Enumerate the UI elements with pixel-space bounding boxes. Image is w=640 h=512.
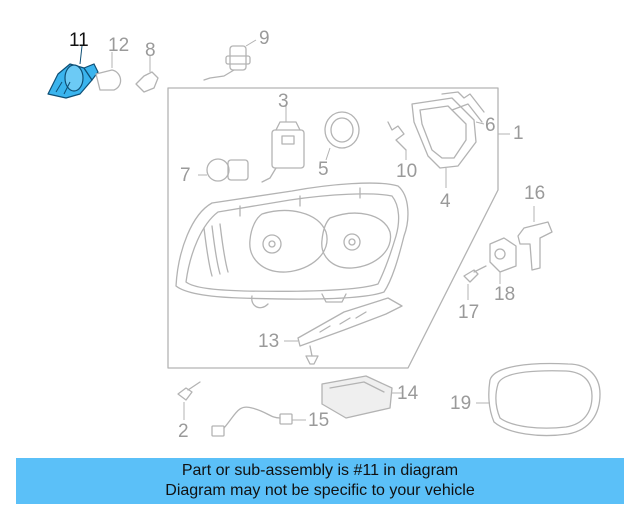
callout-19: 19 — [450, 393, 472, 414]
assembly-outline — [167, 87, 499, 369]
part-16-bracket — [517, 206, 553, 271]
part-11-tip — [83, 63, 99, 82]
callout-5: 5 — [318, 159, 329, 180]
part-5-ring — [324, 111, 360, 161]
callout-3: 3 — [278, 91, 289, 112]
callout-11: 11 — [69, 30, 89, 51]
callout-16: 16 — [524, 183, 546, 204]
callout-9: 9 — [259, 28, 270, 49]
part-14-module — [321, 375, 402, 419]
part-7-bulb — [198, 158, 249, 182]
callout-4: 4 — [440, 191, 451, 212]
part-13-adjuster — [284, 297, 403, 365]
callout-13: 13 — [258, 331, 280, 352]
part-9-bulb — [203, 39, 257, 81]
part-17-screw — [463, 265, 487, 300]
banner-line-1: Part or sub-assembly is #11 in diagram — [181, 462, 459, 479]
headlight-parts-diagram — [47, 39, 601, 437]
part-3-module — [261, 104, 305, 183]
part-15-harness — [211, 406, 306, 437]
part-8-bulb — [135, 56, 159, 93]
callout-14: 14 — [397, 383, 419, 404]
callout-2: 2 — [178, 421, 189, 442]
callout-7: 7 — [180, 165, 191, 186]
part-11-flange — [64, 64, 84, 92]
callout-8: 8 — [145, 40, 156, 61]
callout-15: 15 — [308, 410, 330, 431]
callout-1: 1 — [513, 123, 524, 144]
part-18-actuator — [489, 237, 517, 284]
part-2-screw — [177, 381, 201, 420]
part-11-bulb — [47, 45, 99, 99]
part-6-clips — [441, 91, 485, 125]
part-12-bulb — [95, 52, 122, 91]
part-4-bracket — [411, 97, 477, 188]
callout-10: 10 — [396, 161, 418, 182]
part-19-lens — [476, 362, 601, 437]
callout-6: 6 — [485, 115, 496, 136]
callout-12: 12 — [108, 35, 130, 56]
banner-line-2: Diagram may not be specific to your vehi… — [165, 482, 475, 499]
part-10-wire-clip — [387, 121, 407, 160]
callout-17: 17 — [458, 302, 480, 323]
headlight-housing — [175, 182, 409, 309]
callout-18: 18 — [494, 284, 516, 305]
info-banner: Part or sub-assembly is #11 in diagram D… — [16, 458, 624, 504]
